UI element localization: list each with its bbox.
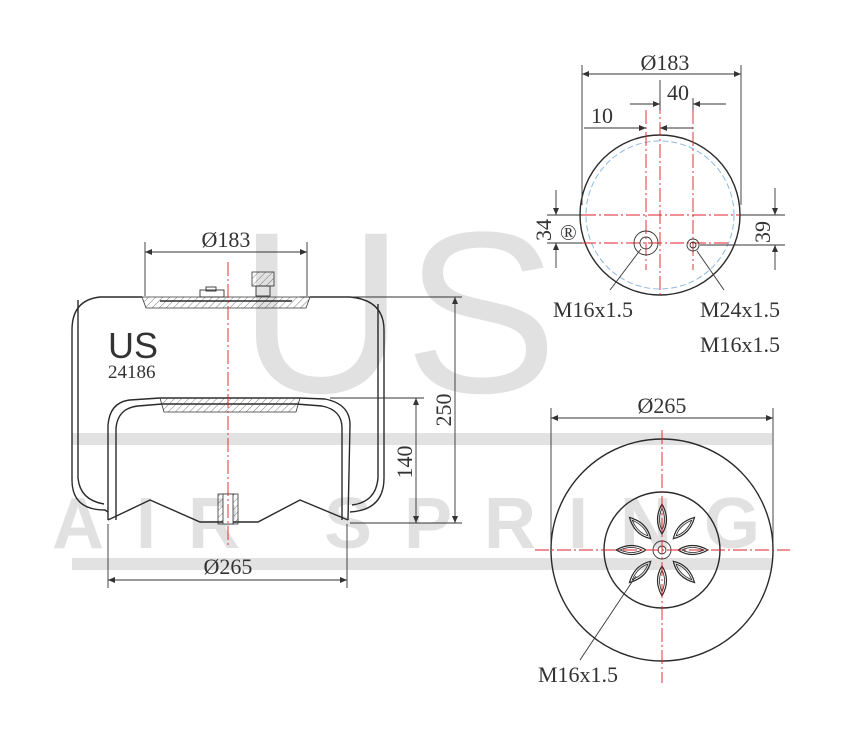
svg-text:Ø183: Ø183 <box>641 50 690 75</box>
label-right-stud-1: M24x1.5 <box>700 297 780 322</box>
svg-text:40: 40 <box>667 80 689 105</box>
petal-cutout <box>672 560 696 584</box>
petal-cutout <box>614 544 648 556</box>
petal-inner <box>681 547 706 553</box>
side-dim-top-diameter: Ø183 <box>144 227 308 296</box>
petal-cutout <box>628 560 652 584</box>
svg-text:140: 140 <box>392 446 417 479</box>
label-center-thread: M16x1.5 <box>538 662 618 687</box>
bottom-view: Ø265 M16x1.5 <box>535 393 790 687</box>
top-view: ® Ø183 40 10 34 <box>531 50 785 357</box>
petal-inner <box>675 563 693 581</box>
svg-text:250: 250 <box>431 394 456 427</box>
side-dim-height-250: 250 <box>300 296 462 524</box>
leader-left-stud <box>609 248 642 291</box>
petal-cutout <box>628 516 652 540</box>
bottom-dim-diameter: Ø265 <box>550 393 774 545</box>
top-view-stud-right <box>686 238 700 252</box>
side-dim-bottom-diameter: Ø265 <box>107 524 348 588</box>
top-fitting-right <box>251 271 275 297</box>
top-stud-left <box>199 286 225 298</box>
side-brand-text: US <box>108 325 158 366</box>
svg-text:Ø265: Ø265 <box>638 393 687 418</box>
top-dim-right-vertical: 39 <box>700 188 785 270</box>
top-plate <box>141 296 311 309</box>
petal-inner <box>675 519 693 537</box>
side-view: US 24186 Ø183 Ø265 250 140 <box>71 227 462 588</box>
top-dim-left-vertical: 34 <box>531 190 582 268</box>
petal-cutout <box>672 516 696 540</box>
top-view-registered-mark: ® <box>560 220 577 245</box>
watermark: US AIR SPRING <box>52 184 772 570</box>
top-view-hidden-circle <box>585 140 735 290</box>
svg-text:34: 34 <box>531 219 556 241</box>
svg-text:39: 39 <box>750 221 775 243</box>
leader-center-thread <box>579 575 637 661</box>
label-left-stud: M16x1.5 <box>553 297 633 322</box>
svg-text:10: 10 <box>591 103 613 128</box>
leader-right-stud <box>696 250 725 291</box>
petal-inner <box>631 563 649 581</box>
top-view-stud-left <box>633 230 659 256</box>
watermark-bar-top <box>72 433 772 445</box>
piston-cap <box>159 397 301 413</box>
side-part-number: 24186 <box>108 362 156 383</box>
top-dim-spacing: 40 <box>630 80 726 110</box>
bellows-outer <box>71 296 142 513</box>
top-dim-offset: 10 <box>584 103 693 131</box>
svg-text:Ø265: Ø265 <box>204 554 253 579</box>
top-dim-diameter: Ø183 <box>581 50 742 205</box>
label-right-stud-2: M16x1.5 <box>700 332 780 357</box>
petal-inner <box>631 519 649 537</box>
svg-text:Ø183: Ø183 <box>202 227 251 252</box>
side-dim-height-140: 140 <box>330 397 424 523</box>
watermark-bar-bottom <box>72 558 772 570</box>
